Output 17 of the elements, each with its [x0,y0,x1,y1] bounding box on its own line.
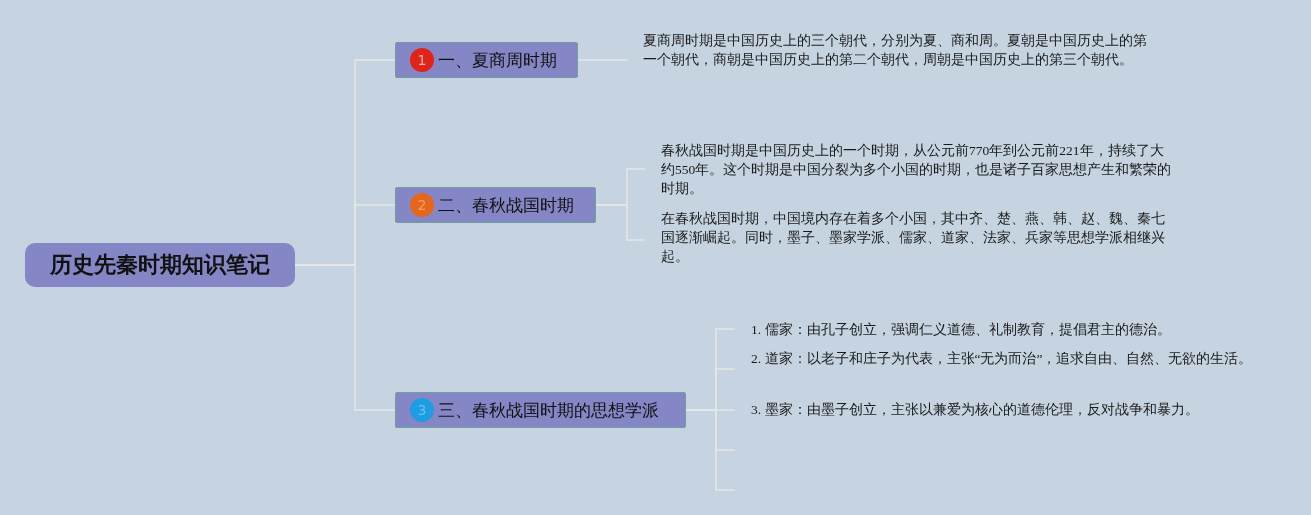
topic-box [395,392,686,428]
topic-label: 三、春秋战国时期的思想学派 [438,398,659,422]
connector-line [595,204,646,241]
note-text: 夏商周时期是中国历史上的三个朝代，分别为夏、商和周。夏朝是中国历史上的第一个朝代，商朝是中国历史上的第二个朝代，周朝是中国历史上的第三个朝代。 [643,32,1148,69]
note-text: 1. 儒家：由孔子创立，强调仁义道德、礼制教育，提倡君主的德治。 [751,321,1172,339]
number-badge: 3 [410,398,434,422]
topic-label: 二、春秋战国时期 [438,193,574,217]
central-topic: 历史先秦时期知识笔记 [25,243,295,287]
topic-box [395,42,578,78]
note-text: 3. 墨家：由墨子创立，主张以兼爱为核心的道德伦理，反对战争和暴力。 [751,401,1200,419]
note-text: 在春秋战国时期，中国境内存在着多个小国，其中齐、楚、燕、韩、赵、魏、秦七国逐渐崛起。同时，墨子、墨家学派、儒家、道家、法家、兵家等思想学派相继兴起。 [661,210,1166,266]
note-text: 2. 道家：以老子和庄子为代表，主张“无为而治”，追求自由、自然、无欲的生活。 [751,350,1254,368]
number-badge: 1 [410,48,434,72]
note-text: 春秋战国时期是中国历史上的一个时期，从公元前770年到公元前221年，持续了大约550年。这个时期是中国分裂为多个小国的时期，也是诸子百家思想产生和繁荣的时期。 [661,142,1173,198]
topic-label: 一、夏商周时期 [438,48,557,72]
topic-box [395,187,596,223]
number-badge: 2 [410,193,434,217]
